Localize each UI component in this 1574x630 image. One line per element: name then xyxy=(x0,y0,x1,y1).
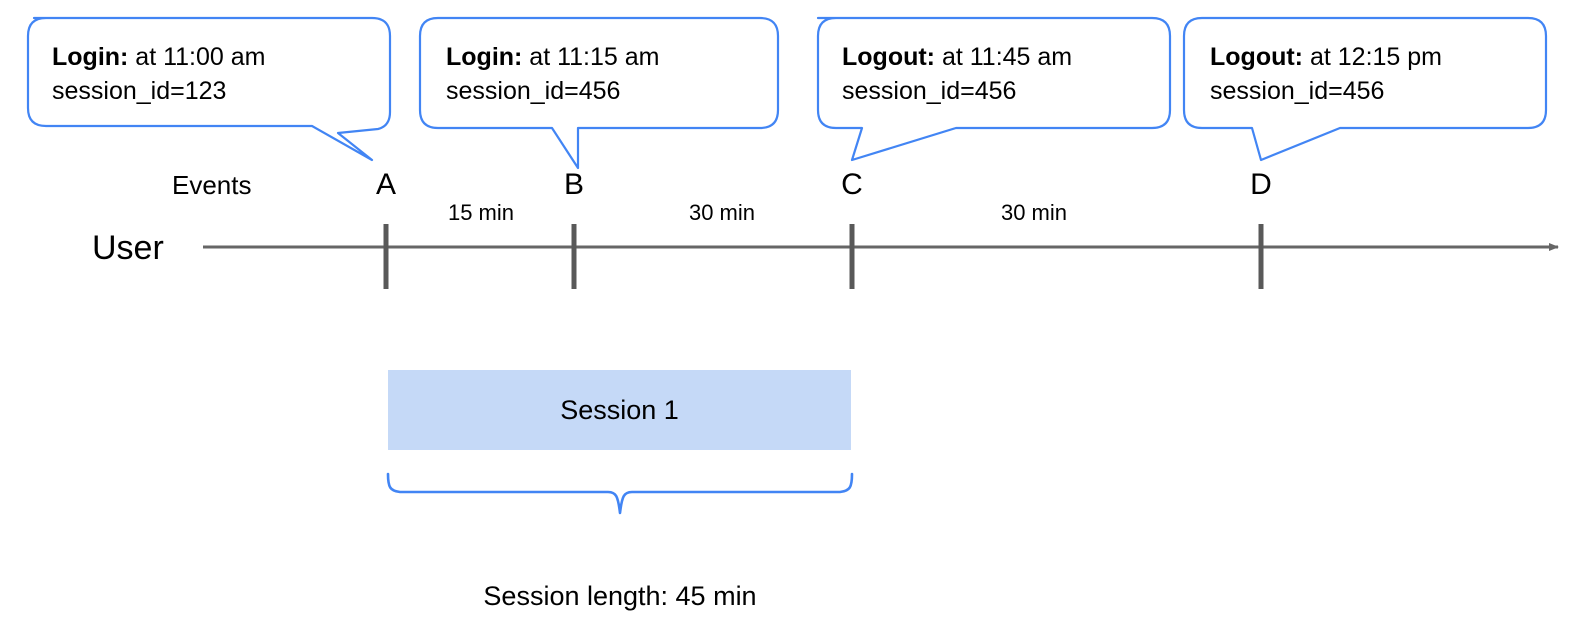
callout-d-lead: Logout: xyxy=(1210,43,1304,71)
events-row-label: Events xyxy=(172,170,252,200)
callout-a-lead: Login: xyxy=(52,43,129,71)
session-brace xyxy=(386,472,854,515)
session-bar-label: Session 1 xyxy=(560,394,679,425)
callout-d-text: Logout: at 12:15 pm session_id=456 xyxy=(1210,40,1442,108)
callout-a-text: Login: at 11:00 am session_id=123 xyxy=(52,40,265,108)
session-bar[interactable]: Session 1 xyxy=(388,370,851,450)
callout-b-line2: session_id=456 xyxy=(446,77,621,105)
callout-b-text: Login: at 11:15 am session_id=456 xyxy=(446,40,659,108)
event-letter-b: B xyxy=(563,168,585,201)
callout-b-detail: at 11:15 am xyxy=(522,43,660,71)
interval-label-cd: 30 min xyxy=(1000,200,1068,225)
callout-a-detail: at 11:00 am xyxy=(128,43,266,71)
event-letter-c: C xyxy=(841,168,863,201)
callout-bubble-a[interactable] xyxy=(26,16,392,162)
interval-label-ab: 15 min xyxy=(447,200,515,225)
callout-c-detail: at 11:45 am xyxy=(935,43,1073,71)
callout-a-line2: session_id=123 xyxy=(52,77,227,105)
session-length-caption: Session length: 45 min xyxy=(483,581,757,611)
callout-b-lead: Login: xyxy=(446,43,523,71)
callout-c-lead: Logout: xyxy=(842,43,936,71)
callout-bubble-d[interactable] xyxy=(1182,16,1548,162)
interval-label-bc: 30 min xyxy=(688,200,756,225)
event-letter-a: A xyxy=(375,168,397,201)
callout-c-text: Logout: at 11:45 am session_id=456 xyxy=(842,40,1072,108)
callout-d-line2: session_id=456 xyxy=(1210,77,1385,105)
callout-bubble-b[interactable] xyxy=(418,16,780,170)
event-letter-d: D xyxy=(1250,168,1272,201)
user-row-label: User xyxy=(92,229,164,267)
callout-c-line2: session_id=456 xyxy=(842,77,1017,105)
callout-d-detail: at 12:15 pm xyxy=(1303,43,1442,71)
callout-bubble-c[interactable] xyxy=(816,16,1172,162)
